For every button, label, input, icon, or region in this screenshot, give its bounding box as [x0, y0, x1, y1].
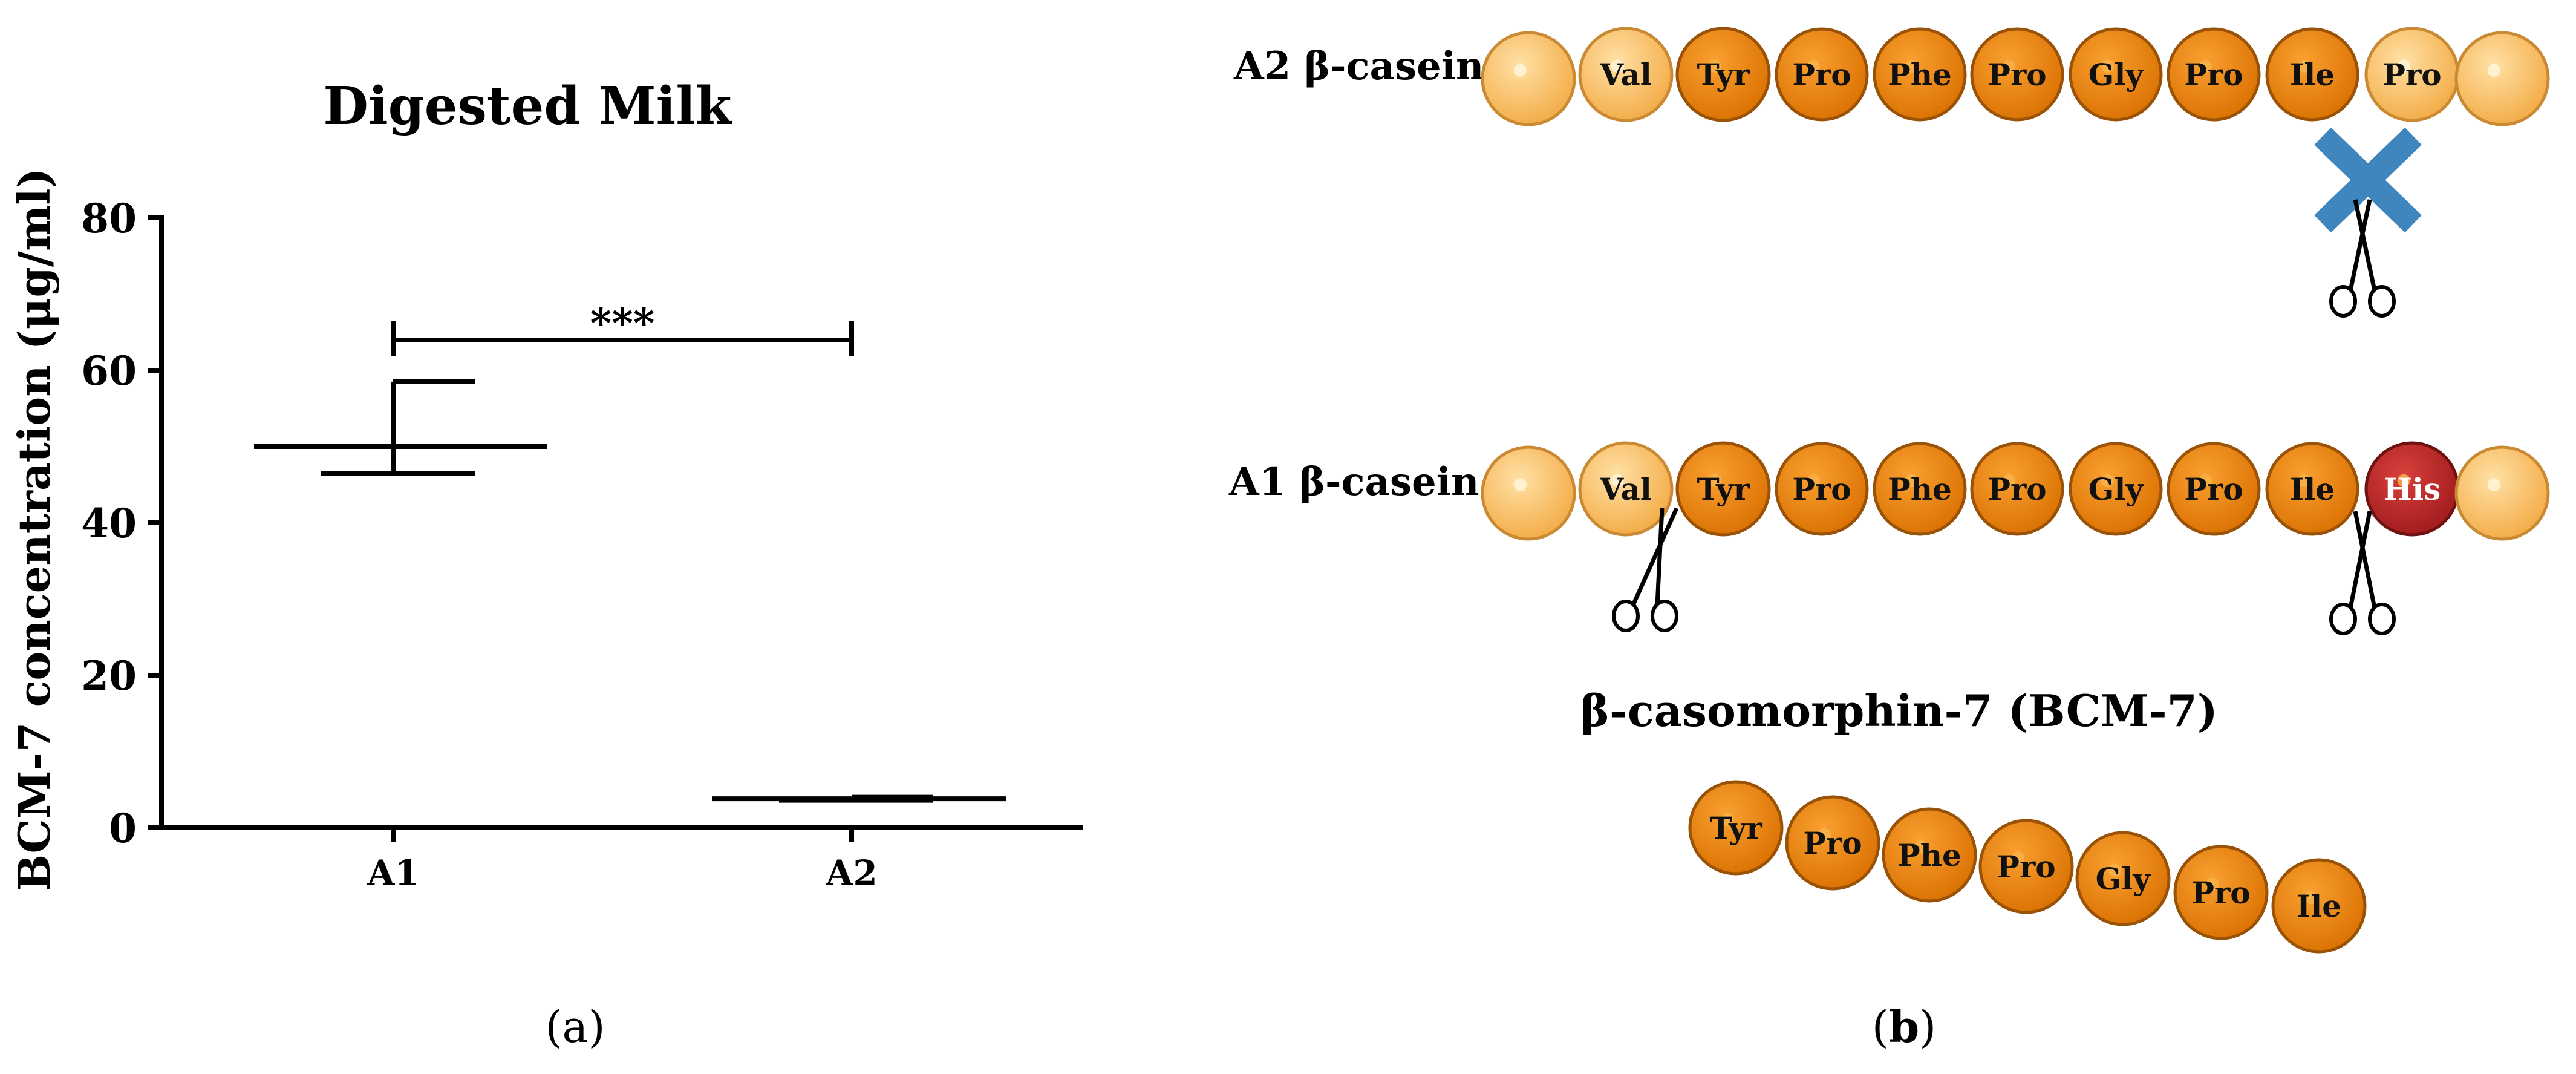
amino-acid-bead: Phe	[1882, 807, 1977, 903]
amino-acid-label: Gly	[2089, 57, 2145, 93]
amino-acid-bead: Ile	[2265, 442, 2359, 536]
amino-acid-bead: Tyr	[1688, 780, 1784, 876]
amino-acid-bead: Val	[1578, 441, 1674, 537]
mean-errorbar-a1	[254, 379, 547, 476]
chart-title: Digested Milk	[323, 76, 733, 137]
amino-acid-bead: Ile	[2265, 27, 2359, 122]
amino-acid-bead: Pro	[1978, 819, 2074, 914]
amino-acid-label: Pro	[1792, 471, 1851, 507]
a2-casein-chain: Val Tyr Pro Phe Pro Gly Pro Ile Pro	[1481, 27, 2550, 126]
blocked-cleavage-cross-icon	[2314, 127, 2422, 233]
amino-acid-label: Phe	[1897, 837, 1961, 873]
amino-acid-bead: Pro	[2167, 27, 2261, 122]
a2-casein-label: A2 β-casein	[1233, 44, 1484, 89]
amino-acid-bead: Gly	[2075, 831, 2171, 926]
amino-acid-bead: Tyr	[1675, 441, 1771, 537]
y-tick-label: 80	[81, 195, 137, 242]
significance-bracket: ***	[391, 300, 854, 356]
amino-acid-label: Val	[1599, 57, 1652, 93]
a1-casein-chain: Val Tyr Pro Phe Pro Gly Pro Ile His	[1481, 441, 2550, 541]
scissors-icon	[2329, 199, 2396, 318]
bcm7-title: β-casomorphin-7 (BCM-7)	[1580, 685, 2218, 736]
amino-acid-label: Val	[1599, 471, 1652, 507]
amino-acid-label: Pro	[1792, 57, 1851, 93]
amino-acid-bead: Tyr	[1675, 27, 1771, 122]
amino-acid-label: Phe	[1888, 471, 1952, 507]
terminal-bead	[2454, 31, 2550, 126]
amino-acid-label: Pro	[2191, 875, 2250, 911]
x-axis-ticks: A1 A2	[367, 828, 878, 894]
scissors-icon	[1612, 507, 1679, 632]
x-tick-label: A1	[367, 853, 419, 894]
amino-acid-label: Tyr	[1709, 810, 1762, 846]
amino-acid-bead: Gly	[2069, 27, 2163, 122]
y-axis-ticks: 0 20 40 60 80	[81, 195, 161, 852]
amino-acid-bead: Pro	[2173, 845, 2269, 940]
amino-acid-label: Pro	[1997, 849, 2055, 885]
amino-acid-bead: Pro	[1970, 442, 2064, 536]
amino-acid-bead: His	[2364, 441, 2460, 537]
amino-acid-bead: Gly	[2069, 442, 2163, 536]
terminal-bead	[2454, 445, 2550, 541]
amino-acid-label: Ile	[2297, 888, 2341, 924]
x-tick-label: A2	[825, 853, 877, 894]
amino-acid-label: Gly	[2089, 471, 2145, 507]
amino-acid-bead: Phe	[1873, 27, 1967, 122]
amino-acid-bead: Pro	[1970, 27, 2064, 122]
amino-acid-label: Pro	[1987, 57, 2046, 93]
y-axis-label: BCM-7 concentration (μg/ml)	[8, 168, 60, 891]
significance-label: ***	[590, 300, 655, 348]
amino-acid-label: Tyr	[1697, 57, 1750, 93]
amino-acid-bead: Val	[1578, 27, 1674, 122]
amino-acid-label: Pro	[2184, 471, 2243, 507]
terminal-bead	[1481, 31, 1576, 126]
amino-acid-bead: Ile	[2271, 858, 2367, 954]
amino-acid-bead: Pro	[1775, 27, 1869, 122]
amino-acid-label: Phe	[1888, 57, 1952, 93]
y-tick-label: 0	[109, 805, 137, 852]
amino-acid-label: Tyr	[1697, 471, 1750, 507]
amino-acid-label: His	[2384, 471, 2441, 507]
amino-acid-label: Ile	[2290, 471, 2335, 507]
data-marks	[254, 379, 1006, 803]
mean-errorbar-a2	[712, 794, 1006, 803]
panel-a-caption: (a)	[545, 1001, 605, 1052]
amino-acid-bead: Pro	[2364, 27, 2460, 122]
scissors-group	[1612, 199, 2396, 635]
amino-acid-label: Pro	[1803, 825, 1862, 861]
amino-acid-bead: Pro	[2167, 442, 2261, 536]
panel-b-diagram: A2 β-casein A1 β-casein β-casomorphin-7 …	[1228, 27, 2550, 1052]
scissors-icon	[2329, 511, 2396, 635]
amino-acid-bead: Pro	[1775, 442, 1869, 536]
a1-casein-label: A1 β-casein	[1228, 459, 1479, 505]
amino-acid-label: Ile	[2290, 57, 2335, 93]
amino-acid-label: Pro	[2184, 57, 2243, 93]
amino-acid-bead: Pro	[1785, 795, 1880, 891]
amino-acid-label: Gly	[2096, 861, 2152, 897]
panel-b-caption: (b)	[1872, 1001, 1937, 1052]
terminal-bead	[1481, 445, 1576, 541]
amino-acid-label: Pro	[2382, 57, 2441, 93]
amino-acid-label: Pro	[1987, 471, 2046, 507]
y-tick-label: 40	[81, 500, 137, 547]
panel-a-chart: Digested Milk BCM-7 concentration (μg/ml…	[8, 76, 1083, 1052]
amino-acid-bead: Phe	[1873, 442, 1967, 536]
y-tick-label: 20	[81, 652, 137, 699]
y-tick-label: 60	[81, 347, 137, 395]
